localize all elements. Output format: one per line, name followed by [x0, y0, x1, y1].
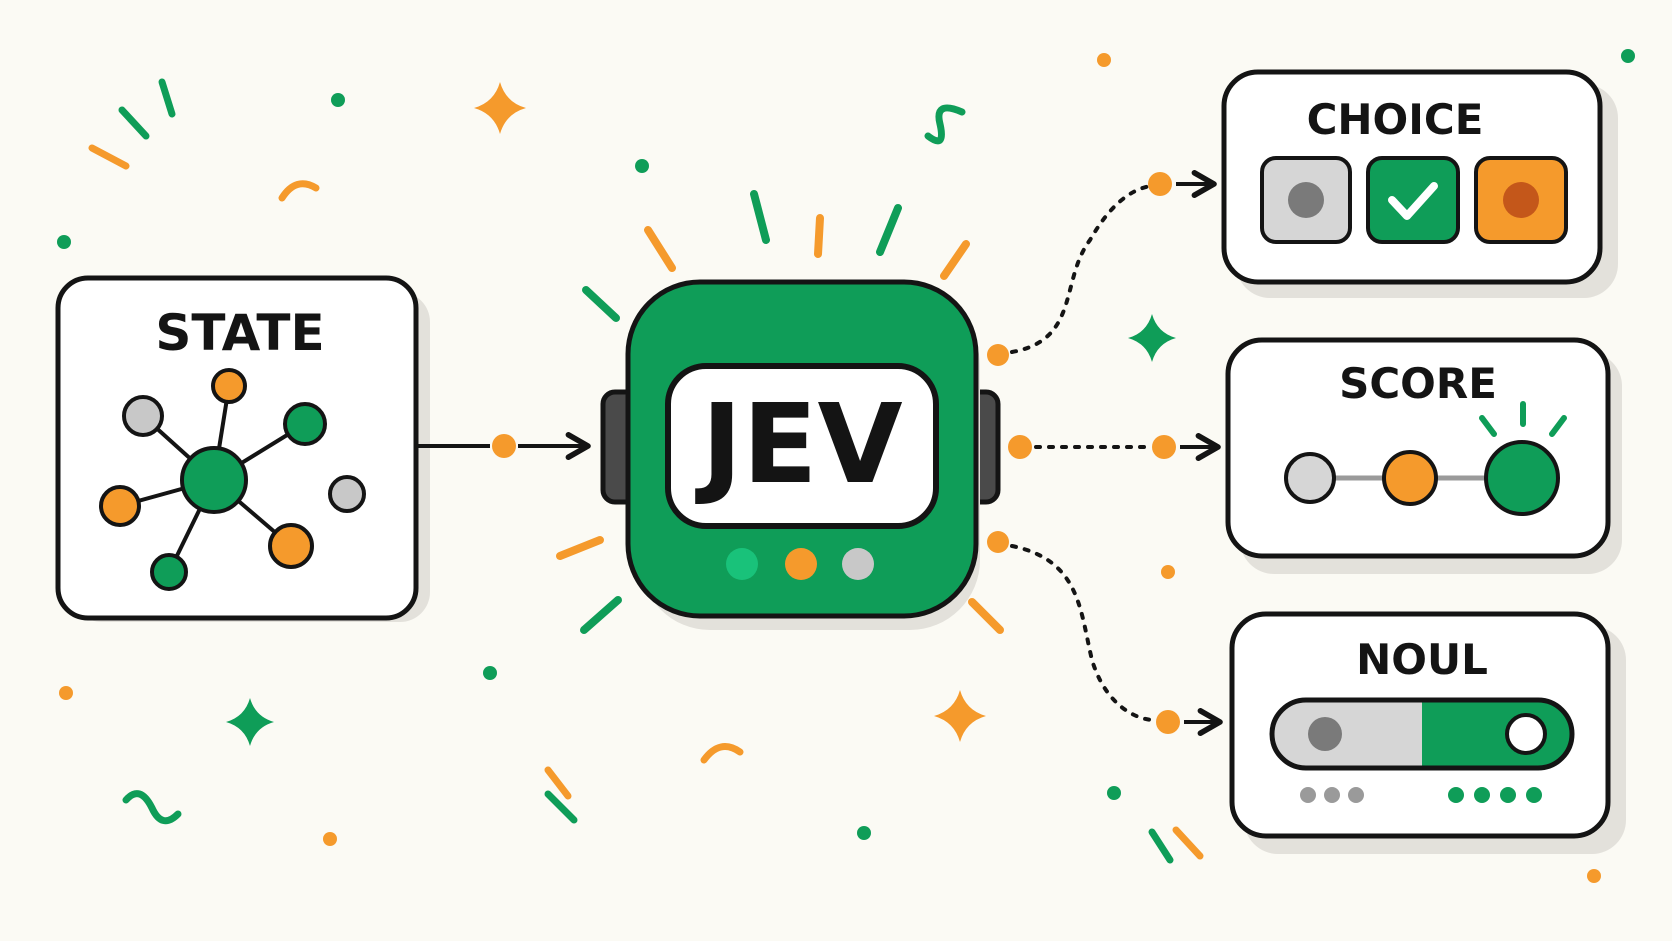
jev-label: JEV [694, 380, 902, 508]
score-sparkle-icon [1479, 401, 1567, 437]
confetti-dot [857, 826, 871, 840]
check-icon [1388, 182, 1438, 220]
confetti-dash [158, 78, 176, 118]
confetti-dash [118, 106, 150, 140]
sparkle-star-icon [474, 82, 526, 134]
noul-title: NOUL [1356, 635, 1488, 684]
toggle-off-knob [1308, 717, 1342, 751]
jev-glow-rays [556, 190, 1004, 634]
noul-card: NOUL [1229, 611, 1626, 854]
network-graph-icon [99, 368, 366, 591]
radio-dot-icon [1503, 182, 1539, 218]
confetti-squiggle [278, 180, 320, 202]
choice-title: CHOICE [1307, 95, 1484, 144]
confetti-dash [1148, 828, 1174, 864]
option-alternate[interactable] [1474, 156, 1568, 244]
confetti-squiggle [924, 104, 966, 145]
sparkle-star-icon [226, 698, 274, 746]
confetti-dash [544, 790, 578, 824]
confetti-dot [1161, 565, 1175, 579]
jev-to-noul-arrow [987, 531, 1223, 736]
score-step-low [1284, 452, 1336, 504]
confetti-dot [1107, 786, 1121, 800]
noul-toggle[interactable] [1269, 697, 1575, 771]
choice-card: CHOICE [1221, 69, 1618, 298]
confetti-dot [59, 686, 73, 700]
jev-to-score-arrow [1008, 433, 1221, 461]
option-selected[interactable] [1366, 156, 1460, 244]
score-step-high [1484, 440, 1560, 516]
score-step-mid [1382, 450, 1438, 506]
noul-dots-on [1448, 787, 1542, 803]
confetti-dot [635, 159, 649, 173]
confetti-dash [88, 144, 130, 170]
sparkle-star-icon [1128, 314, 1176, 362]
toggle-on-knob[interactable] [1505, 713, 1547, 755]
confetti-squiggle [122, 790, 182, 825]
confetti-dot [1587, 869, 1601, 883]
noul-dots-off [1300, 787, 1364, 803]
confetti-squiggle [700, 743, 744, 764]
confetti-decoration [57, 49, 1635, 883]
option-unselected[interactable] [1260, 156, 1352, 244]
state-to-jev-arrow [418, 432, 591, 460]
radio-dot-icon [1288, 182, 1324, 218]
sparkle-star-icon [934, 690, 986, 742]
confetti-dot [323, 832, 337, 846]
score-card: SCORE [1225, 337, 1622, 574]
confetti-dot [331, 93, 345, 107]
score-title: SCORE [1339, 359, 1497, 408]
jev-status-lights [726, 548, 874, 580]
jev-core: JEV [556, 190, 1004, 634]
confetti-dot [57, 235, 71, 249]
confetti-dot [1097, 53, 1111, 67]
confetti-dash [1172, 826, 1204, 860]
state-card: STATE [55, 275, 430, 622]
confetti-dot [483, 666, 497, 680]
jev-to-choice-arrow [987, 170, 1217, 366]
confetti-dot [1621, 49, 1635, 63]
confetti-dash [544, 766, 572, 800]
state-title: STATE [155, 304, 324, 362]
